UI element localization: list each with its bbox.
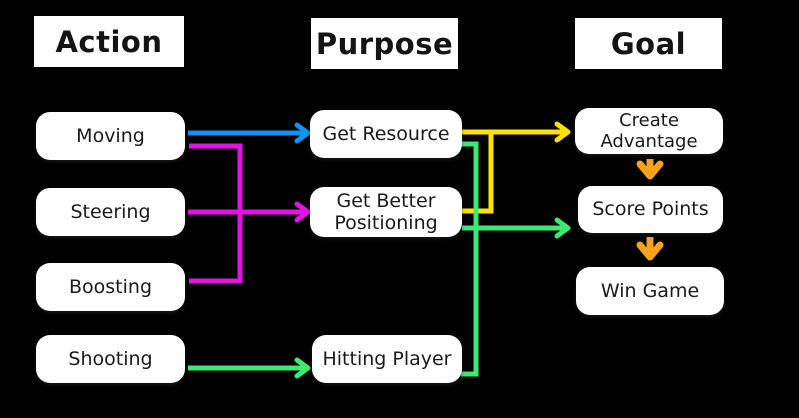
node-get-resource: Get Resource xyxy=(310,110,462,158)
node-score-points: Score Points xyxy=(578,186,723,233)
arrowhead-resource-to-advantage xyxy=(554,121,571,143)
node-create-advantage: Create Advantage xyxy=(575,108,723,154)
arrowhead-moving-to-get-resource xyxy=(294,122,311,144)
column-header-goal: Goal xyxy=(575,18,722,69)
arrowhead-shooting-to-hitting-player xyxy=(294,357,311,379)
node-hitting-player: Hitting Player xyxy=(312,335,462,383)
arrowhead-steering-to-positioning xyxy=(294,201,311,223)
arrowhead-advantage-to-score-points xyxy=(636,160,664,180)
column-header-action: Action xyxy=(34,16,184,67)
connector-positioning-yellow-join xyxy=(462,132,494,214)
node-boosting: Boosting xyxy=(36,263,185,311)
node-moving: Moving xyxy=(36,112,185,160)
node-shooting: Shooting xyxy=(36,335,185,383)
node-steering: Steering xyxy=(36,188,185,236)
node-get-better-positioning: Get Better Positioning xyxy=(310,187,462,237)
arrowhead-score-points-to-win-game xyxy=(636,241,664,261)
column-header-purpose: Purpose xyxy=(311,18,458,69)
node-win-game: Win Game xyxy=(576,267,724,315)
connector-green-collector xyxy=(461,141,479,377)
arrowhead-positioning-to-score-points xyxy=(554,217,571,239)
connector-moving-boosting-collector xyxy=(189,143,243,284)
